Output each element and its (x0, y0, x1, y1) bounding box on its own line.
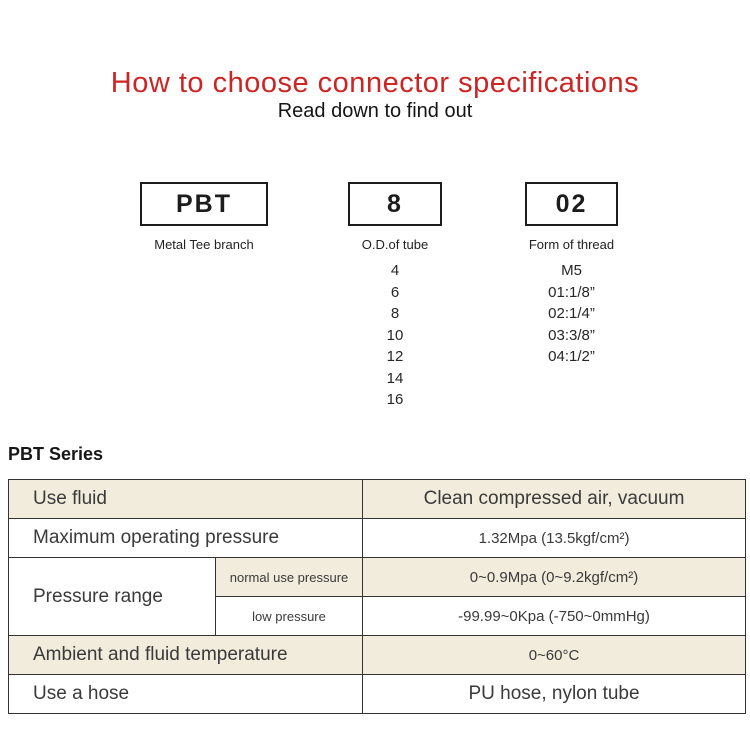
table-row: Use a hose PU hose, nylon tube (7, 674, 747, 714)
tube-od-option: 16 (386, 391, 404, 408)
series-code-box: PBT (140, 182, 268, 226)
row-value-use-fluid: Clean compressed air, vacuum (362, 479, 747, 519)
selector-column-tube-od: 8 O.D.of tube 4 6 8 10 12 14 16 (307, 182, 483, 411)
thread-code-box: 02 (525, 182, 618, 226)
row-value-normal-pressure: 0~0.9Mpa (0~9.2kgf/cm²) (362, 557, 747, 597)
tube-od-option: 8 (390, 305, 400, 322)
row-value-temperature: 0~60°C (362, 635, 747, 675)
tube-od-code: 8 (387, 189, 403, 218)
tube-od-label: O.D.of tube (361, 237, 429, 252)
selector-column-thread: 02 Form of thread M5 01:1/8” 02:1/4” 03:… (483, 182, 660, 368)
tube-od-option: 6 (390, 283, 400, 301)
page-subtitle: Read down to find out (277, 100, 473, 122)
row-label-temperature: Ambient and fluid temperature (7, 635, 364, 675)
row-sublabel-normal-pressure: normal use pressure (214, 557, 364, 597)
series-code-label: Metal Tee branch (154, 237, 254, 252)
series-heading: PBT Series (8, 444, 104, 464)
row-value-low-pressure: -99.99~0Kpa (-750~0mmHg) (362, 596, 747, 636)
row-sublabel-low-pressure: low pressure (214, 596, 364, 636)
row-label-max-pressure: Maximum operating pressure (7, 518, 364, 558)
tube-od-options: 4 6 8 10 12 14 16 (307, 260, 483, 411)
table-row: Use fluid Clean compressed air, vacuum (7, 479, 747, 519)
thread-option: 04:1/2” (548, 348, 595, 365)
table-row: low pressure -99.99~0Kpa (-750~0mmHg) (9, 596, 747, 636)
thread-option: M5 (561, 262, 582, 279)
tube-od-option: 4 (390, 262, 400, 279)
row-label-pressure-range: Pressure range (8, 557, 216, 636)
thread-code: 02 (555, 189, 588, 218)
table-row: Ambient and fluid temperature 0~60°C (7, 635, 747, 675)
tube-od-option: 12 (386, 348, 404, 365)
tube-od-option: 10 (386, 326, 404, 344)
series-code: PBT (176, 189, 232, 218)
thread-label: Form of thread (528, 237, 615, 252)
row-label-hose: Use a hose (7, 674, 364, 714)
selector-column-series: PBT Metal Tee branch (124, 182, 284, 252)
tube-od-option: 14 (386, 369, 404, 387)
thread-options: M5 01:1/8” 02:1/4” 03:3/8” 04:1/2” (483, 260, 660, 368)
row-label-use-fluid: Use fluid (7, 479, 364, 519)
spec-table: Use fluid Clean compressed air, vacuum M… (7, 479, 747, 714)
thread-option: 01:1/8” (548, 283, 595, 301)
table-row: Pressure range normal use pressure 0~0.9… (8, 557, 747, 636)
row-value-hose: PU hose, nylon tube (362, 674, 747, 714)
page-title: How to choose connector specifications (110, 67, 640, 100)
row-value-max-pressure: 1.32Mpa (13.5kgf/cm²) (362, 518, 747, 558)
tube-od-code-box: 8 (348, 182, 442, 226)
thread-option: 02:1/4” (548, 305, 595, 322)
thread-option: 03:3/8” (548, 326, 595, 344)
table-row: Maximum operating pressure 1.32Mpa (13.5… (7, 518, 747, 558)
